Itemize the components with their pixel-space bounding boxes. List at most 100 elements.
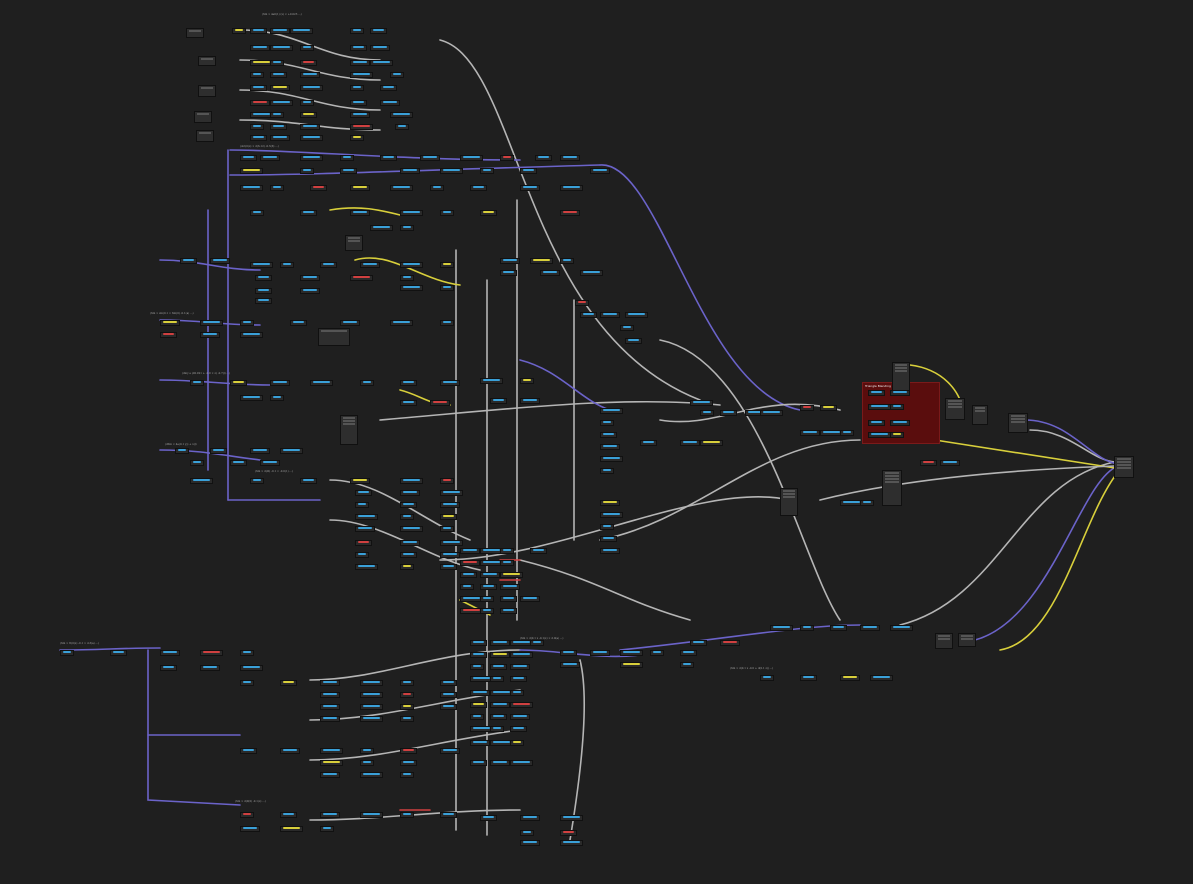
- graph-node[interactable]: [440, 262, 454, 268]
- graph-node[interactable]: [350, 210, 370, 216]
- graph-node[interactable]: [480, 572, 500, 578]
- graph-node[interactable]: [355, 490, 372, 496]
- graph-node[interactable]: [500, 584, 520, 590]
- graph-node[interactable]: [820, 405, 837, 411]
- graph-node[interactable]: [560, 662, 580, 668]
- graph-node[interactable]: [530, 258, 553, 264]
- graph-node[interactable]: [60, 650, 74, 656]
- graph-node[interactable]: [160, 320, 180, 326]
- graph-node[interactable]: [400, 168, 420, 174]
- graph-node[interactable]: [280, 680, 297, 686]
- graph-node[interactable]: [940, 460, 960, 466]
- graph-node[interactable]: [680, 650, 697, 656]
- graph-node[interactable]: [440, 526, 454, 532]
- graph-node[interactable]: [868, 432, 891, 438]
- graph-node[interactable]: [300, 275, 320, 281]
- graph-node[interactable]: [360, 748, 374, 754]
- graph-node[interactable]: [340, 168, 357, 174]
- graph-node[interactable]: [890, 625, 913, 631]
- graph-node[interactable]: [355, 564, 378, 570]
- graph-node[interactable]: [300, 112, 317, 118]
- graph-node[interactable]: [400, 225, 414, 231]
- graph-node[interactable]: [320, 748, 343, 754]
- graph-node[interactable]: [250, 478, 264, 484]
- graph-node[interactable]: [890, 390, 910, 396]
- graph-node[interactable]: [320, 826, 334, 832]
- graph-node[interactable]: [355, 552, 369, 558]
- graph-node[interactable]: [600, 420, 614, 426]
- graph-node[interactable]: [440, 320, 454, 326]
- graph-node[interactable]: [510, 702, 533, 708]
- graph-node[interactable]: [320, 262, 337, 268]
- graph-node[interactable]: [200, 665, 220, 671]
- graph-node[interactable]: [690, 640, 707, 646]
- graph-node[interactable]: [210, 448, 227, 454]
- graph-node[interactable]: [190, 380, 204, 386]
- graph-node[interactable]: [560, 155, 580, 161]
- graph-node[interactable]: [500, 560, 514, 566]
- graph-node[interactable]: [270, 112, 284, 118]
- graph-node[interactable]: [600, 468, 614, 474]
- graph-node[interactable]: [240, 168, 263, 174]
- graph-node[interactable]: [560, 650, 577, 656]
- graph-node[interactable]: [868, 390, 885, 396]
- graph-node[interactable]: [520, 830, 534, 836]
- graph-node[interactable]: [460, 584, 474, 590]
- graph-node[interactable]: [400, 514, 414, 520]
- graph-node[interactable]: [470, 640, 487, 646]
- graph-node[interactable]: [300, 168, 314, 174]
- graph-node[interactable]: [560, 258, 574, 264]
- graph-node[interactable]: [490, 760, 510, 766]
- graph-node[interactable]: [360, 716, 383, 722]
- graph-node[interactable]: [420, 155, 440, 161]
- output-node[interactable]: [1114, 456, 1134, 478]
- graph-node[interactable]: [560, 815, 583, 821]
- graph-node[interactable]: [490, 398, 507, 404]
- graph-node[interactable]: [232, 28, 246, 34]
- graph-node[interactable]: [510, 690, 524, 696]
- graph-node[interactable]: [470, 664, 484, 670]
- graph-node[interactable]: [390, 320, 413, 326]
- graph-node[interactable]: [250, 72, 264, 78]
- graph-node[interactable]: [400, 210, 423, 216]
- graph-node[interactable]: [320, 680, 340, 686]
- graph-node[interactable]: [300, 100, 314, 106]
- graph-node[interactable]: [650, 650, 664, 656]
- graph-node[interactable]: [160, 332, 177, 338]
- graph-node[interactable]: [890, 404, 904, 410]
- graph-node[interactable]: [840, 675, 860, 681]
- graph-node[interactable]: [510, 726, 527, 732]
- graph-node[interactable]: [360, 380, 374, 386]
- graph-node[interactable]: [270, 395, 284, 401]
- node[interactable]: [194, 111, 212, 123]
- graph-node[interactable]: [490, 676, 504, 682]
- graph-node[interactable]: [355, 540, 372, 546]
- node[interactable]: [780, 488, 798, 516]
- graph-node[interactable]: [480, 608, 494, 614]
- graph-node[interactable]: [890, 420, 910, 426]
- graph-node[interactable]: [400, 526, 423, 532]
- graph-node[interactable]: [510, 760, 533, 766]
- graph-node[interactable]: [520, 815, 540, 821]
- graph-node[interactable]: [860, 625, 880, 631]
- graph-node[interactable]: [190, 460, 204, 466]
- graph-node[interactable]: [440, 540, 463, 546]
- node[interactable]: [958, 633, 976, 647]
- graph-node[interactable]: [470, 652, 487, 658]
- graph-node[interactable]: [400, 380, 417, 386]
- graph-node[interactable]: [370, 45, 390, 51]
- graph-node[interactable]: [680, 662, 694, 668]
- graph-node[interactable]: [580, 312, 597, 318]
- graph-node[interactable]: [470, 702, 487, 708]
- graph-node[interactable]: [255, 275, 272, 281]
- graph-node[interactable]: [600, 512, 623, 518]
- graph-node[interactable]: [480, 210, 497, 216]
- graph-node[interactable]: [868, 404, 891, 410]
- graph-node[interactable]: [270, 85, 290, 91]
- node[interactable]: [972, 405, 988, 425]
- graph-node[interactable]: [890, 432, 904, 438]
- graph-node[interactable]: [230, 380, 247, 386]
- graph-node[interactable]: [530, 640, 544, 646]
- graph-node[interactable]: [280, 812, 297, 818]
- graph-node[interactable]: [760, 410, 783, 416]
